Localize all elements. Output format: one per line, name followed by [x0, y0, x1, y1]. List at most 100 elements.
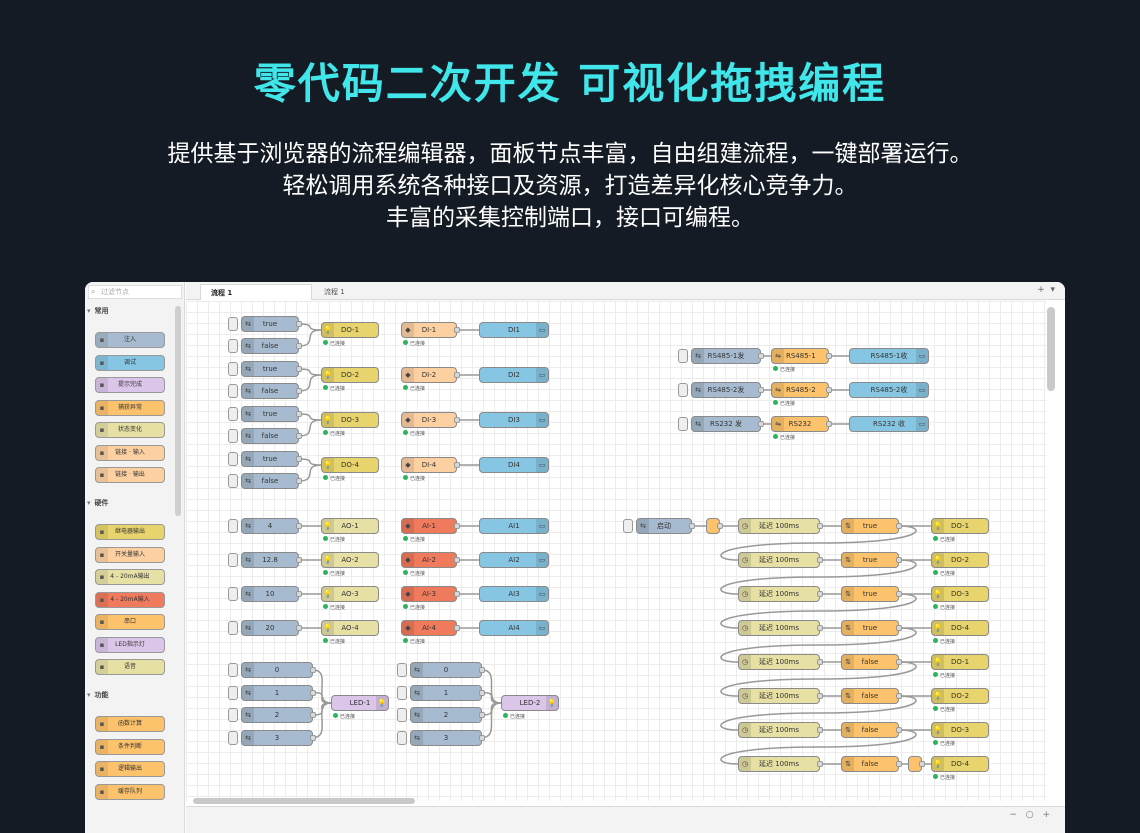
ao-node[interactable]: 💡AO-3: [321, 586, 379, 602]
output-port[interactable]: [296, 343, 302, 349]
output-port[interactable]: [817, 727, 823, 733]
palette-node[interactable]: ▪缓存队列: [95, 783, 165, 800]
output-port[interactable]: [758, 421, 764, 427]
output-port[interactable]: [817, 523, 823, 529]
inject-button[interactable]: [228, 519, 238, 533]
serial-recv-node[interactable]: ▭RS232 收: [849, 416, 929, 432]
output-port[interactable]: [919, 761, 925, 767]
inject-node[interactable]: ⇆2: [410, 707, 482, 723]
inject-node[interactable]: ⇆false: [241, 428, 299, 444]
palette-category[interactable]: ▾硬件: [87, 498, 109, 508]
change-node[interactable]: ⇅true: [841, 552, 899, 568]
start-inject-node[interactable]: ⇆启动: [636, 518, 692, 534]
delay-node[interactable]: ◷延迟 100ms: [738, 654, 820, 670]
inject-button[interactable]: [228, 429, 238, 443]
ai-node[interactable]: ◆AI-3: [401, 586, 457, 602]
palette-category[interactable]: ▾功能: [87, 690, 109, 700]
output-port[interactable]: [817, 557, 823, 563]
inject-node[interactable]: ⇆1: [241, 684, 313, 701]
serial-recv-node[interactable]: ▭RS485-2收: [849, 382, 929, 398]
palette-node[interactable]: ▪开关量输入: [95, 546, 165, 563]
change-node[interactable]: ⇅true: [841, 586, 899, 602]
serial-recv-node[interactable]: ▭RS485-1收: [849, 348, 929, 364]
inject-node[interactable]: ⇆0: [241, 662, 313, 678]
output-port[interactable]: [896, 591, 902, 597]
inject-node[interactable]: ⇆false: [241, 338, 299, 354]
output-port[interactable]: [896, 625, 902, 631]
output-port[interactable]: [296, 625, 302, 631]
serial-send-node[interactable]: ⇆RS485-2发: [691, 382, 761, 398]
palette-node[interactable]: ▪逻辑输出: [95, 761, 165, 777]
output-port[interactable]: [896, 761, 902, 767]
inject-button[interactable]: [228, 730, 238, 745]
output-port[interactable]: [896, 727, 902, 733]
change-node[interactable]: ⇅true: [841, 620, 899, 636]
inject-button[interactable]: [623, 519, 633, 533]
output-port[interactable]: [310, 712, 316, 718]
do-node[interactable]: 💡DO-3: [931, 722, 989, 738]
inject-button[interactable]: [228, 362, 238, 376]
output-port[interactable]: [310, 734, 316, 741]
output-port[interactable]: [296, 478, 302, 484]
debug-node[interactable]: ▭AI1: [479, 518, 549, 534]
do-node[interactable]: 💡DO-3: [321, 412, 379, 428]
ao-node[interactable]: 💡AO-2: [321, 552, 379, 568]
output-port[interactable]: [896, 523, 902, 529]
palette-node[interactable]: ▪函数计算: [95, 716, 165, 732]
do-node[interactable]: 💡DO-4: [931, 620, 989, 636]
debug-node[interactable]: ▭DI4: [479, 457, 549, 473]
do-node[interactable]: 💡DO-2: [931, 552, 989, 568]
output-port[interactable]: [454, 591, 460, 597]
inject-button[interactable]: [397, 663, 407, 677]
delay-node[interactable]: ◷延迟 100ms: [738, 518, 820, 534]
inject-node[interactable]: ⇆3: [410, 729, 482, 746]
output-port[interactable]: [454, 557, 460, 563]
debug-node[interactable]: ▭AI2: [479, 552, 549, 568]
output-port[interactable]: [896, 693, 902, 699]
tab-flow-1[interactable]: 流程 1: [200, 284, 312, 300]
ai-node[interactable]: ◆AI-4: [401, 620, 457, 636]
output-port[interactable]: [296, 557, 302, 563]
inject-button[interactable]: [228, 663, 238, 677]
output-port[interactable]: [454, 417, 460, 423]
inject-button[interactable]: [678, 349, 688, 363]
debug-node[interactable]: ▭AI4: [479, 620, 549, 636]
do-node[interactable]: 💡DO-2: [321, 367, 379, 383]
inject-button[interactable]: [397, 708, 407, 722]
debug-node[interactable]: ▭DI2: [479, 367, 549, 383]
palette-node[interactable]: ▪提示完成: [95, 377, 165, 393]
palette-node[interactable]: ▪语音: [95, 659, 165, 675]
output-port[interactable]: [479, 689, 485, 696]
output-port[interactable]: [826, 353, 832, 359]
zoom-controls[interactable]: − ○ +: [1009, 810, 1053, 820]
output-port[interactable]: [296, 366, 302, 372]
inject-node[interactable]: ⇆true: [241, 316, 299, 332]
output-port[interactable]: [817, 625, 823, 631]
inject-button[interactable]: [228, 708, 238, 722]
do-node[interactable]: 💡DO-4: [321, 457, 379, 473]
output-port[interactable]: [479, 734, 485, 741]
output-port[interactable]: [296, 433, 302, 439]
change-node[interactable]: ⇅false: [841, 654, 899, 670]
output-port[interactable]: [758, 353, 764, 359]
led-node[interactable]: 💡LED-2: [501, 695, 559, 711]
output-port[interactable]: [454, 523, 460, 529]
delay-node[interactable]: ◷延迟 100ms: [738, 756, 820, 772]
palette-node[interactable]: ▪LED指示灯: [95, 636, 165, 653]
output-port[interactable]: [310, 689, 316, 696]
delay-node[interactable]: ◷延迟 100ms: [738, 688, 820, 704]
serial-port-node[interactable]: ⇋RS485-2: [771, 382, 829, 398]
palette-node[interactable]: ▪链接 · 输出: [95, 467, 165, 483]
inject-node[interactable]: ⇆false: [241, 383, 299, 399]
di-node[interactable]: ◆DI-2: [401, 367, 457, 383]
do-node[interactable]: 💡DO-2: [931, 688, 989, 704]
do-node[interactable]: 💡DO-3: [931, 586, 989, 602]
inject-button[interactable]: [228, 685, 238, 700]
output-port[interactable]: [817, 761, 823, 767]
do-node[interactable]: 💡DO-1: [321, 322, 379, 338]
inject-button[interactable]: [228, 452, 238, 466]
inject-button[interactable]: [228, 317, 238, 331]
do-node[interactable]: 💡DO-4: [931, 756, 989, 772]
di-node[interactable]: ◆DI-4: [401, 457, 457, 473]
inject-node[interactable]: ⇆10: [241, 586, 299, 602]
